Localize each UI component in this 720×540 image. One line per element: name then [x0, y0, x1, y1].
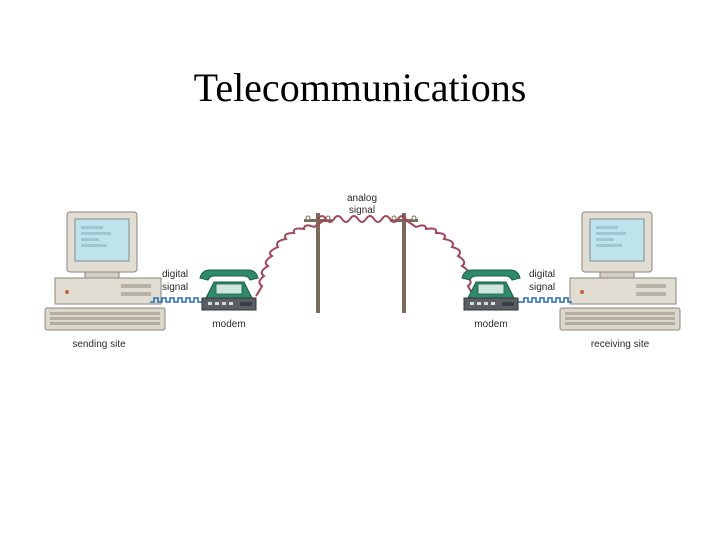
receiving-computer-icon — [559, 211, 681, 331]
digital-signal-cable-left — [150, 297, 204, 303]
analog-signal-wire-left — [255, 218, 327, 297]
sending-site-label: sending site — [72, 339, 126, 350]
digital-signal-left-line2: signal — [162, 282, 188, 293]
analog-signal-wire-right — [403, 218, 475, 297]
left-telephone-pole-icon — [303, 212, 333, 314]
analog-signal-wire-middle — [317, 215, 407, 223]
page-title: Telecommunications — [193, 65, 527, 110]
modem-left-label: modem — [212, 319, 245, 330]
analog-signal-label-line2: signal — [349, 205, 375, 216]
digital-signal-cable-right — [518, 297, 572, 303]
analog-signal-label-line1: analog — [347, 193, 377, 204]
sending-telephone-modem-icon — [199, 269, 259, 311]
digital-signal-left-line1: digital — [162, 269, 188, 280]
sending-computer-icon — [44, 211, 166, 331]
modem-right-label: modem — [474, 319, 507, 330]
digital-signal-right-line1: digital — [529, 269, 555, 280]
right-telephone-pole-icon — [389, 212, 419, 314]
digital-signal-right-line2: signal — [529, 282, 555, 293]
receiving-site-label: receiving site — [591, 339, 650, 350]
